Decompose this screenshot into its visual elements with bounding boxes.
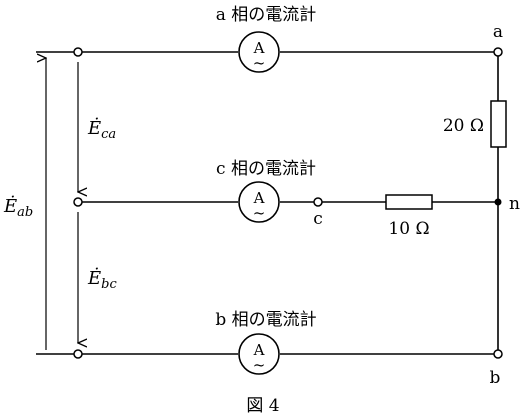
resistor-10-ohm <box>385 194 433 210</box>
resistor-20-label: 20 Ω <box>443 116 484 136</box>
voltage-ebc-sub: bc <box>101 277 117 292</box>
node-a-label: a <box>493 22 503 42</box>
voltage-eca-sub: ca <box>101 127 116 142</box>
node-n-junction <box>494 198 502 206</box>
ammeter-b-symbol: A <box>253 341 265 359</box>
figure-caption: 図 4 <box>246 396 279 416</box>
ammeter-c-symbol: A <box>253 189 265 207</box>
terminal-a <box>493 47 503 57</box>
voltage-ebc-label: Ėbc <box>87 266 117 292</box>
ammeter-b: A ~ <box>238 333 280 375</box>
voltage-ebc-base: Ė <box>87 266 101 289</box>
ammeter-b-ac-symbol: ~ <box>253 356 266 374</box>
terminal-left-a <box>73 47 83 57</box>
resistor-20-ohm <box>490 100 507 148</box>
voltage-eca-base: Ė <box>87 116 101 139</box>
voltage-eca-label: Ėca <box>87 116 116 142</box>
voltage-eab-label: Ėab <box>3 194 33 220</box>
terminal-b <box>493 349 503 359</box>
ammeter-a-ac-symbol: ~ <box>253 54 266 72</box>
ammeter-c: A ~ <box>238 181 280 223</box>
voltage-eab-sub: ab <box>17 205 33 220</box>
resistor-10-label: 10 Ω <box>388 219 429 239</box>
ammeter-a-symbol: A <box>253 39 265 57</box>
ammeter-b-title: b 相の電流計 <box>215 310 316 330</box>
node-b-label: b <box>490 368 501 388</box>
voltage-eab-base: Ė <box>3 194 17 217</box>
terminal-left-c <box>73 197 83 207</box>
node-c-label: c <box>313 209 323 229</box>
node-n-label: n <box>509 194 520 214</box>
terminal-left-b <box>73 349 83 359</box>
ammeter-c-title: c 相の電流計 <box>216 159 316 179</box>
terminal-c <box>313 197 323 207</box>
ammeter-a-title: a 相の電流計 <box>216 5 317 25</box>
ammeter-c-ac-symbol: ~ <box>253 204 266 222</box>
ammeter-a: A ~ <box>238 31 280 73</box>
